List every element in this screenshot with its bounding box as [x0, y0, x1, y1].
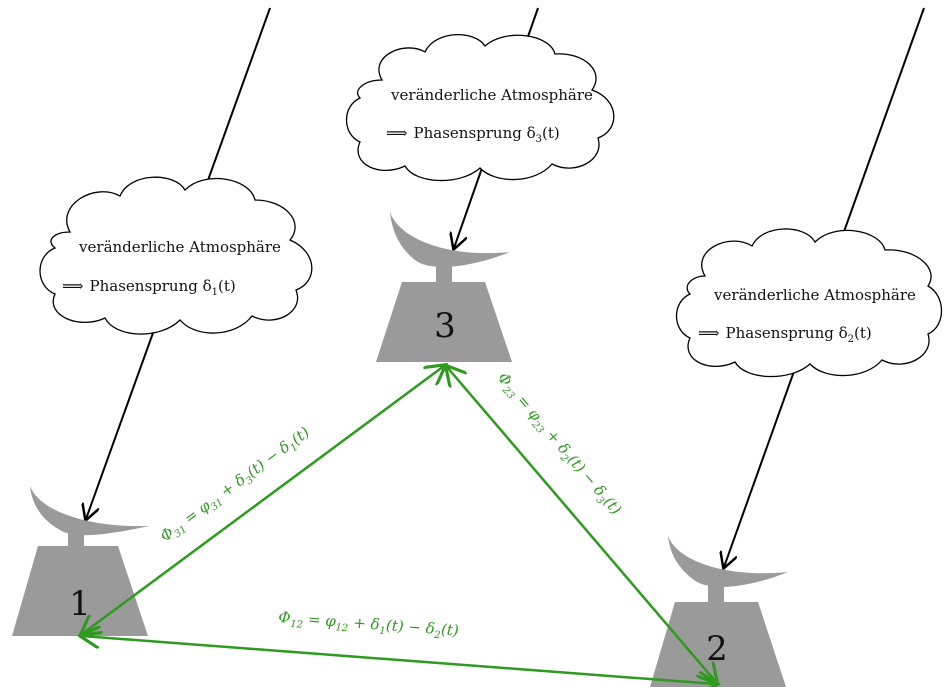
baseline-12-label: Φ12 = φ12 + δ1(t) − δ2(t): [277, 608, 459, 643]
cloud-1-line1: veränderliche Atmosphäre: [78, 238, 281, 256]
dish-1-icon: [30, 486, 150, 536]
pedestal-3: [376, 282, 512, 362]
cloud-1: veränderliche Atmosphäre ⟹Phasensprung δ…: [39, 176, 313, 335]
cloud-2: veränderliche Atmosphäre ⟹Phasensprung δ…: [676, 228, 942, 378]
station-2: 2: [650, 536, 788, 687]
cloud-2-line1: veränderliche Atmosphäre: [713, 286, 916, 304]
baseline-23-line: [447, 367, 716, 682]
baseline-31-label: Φ31 = φ31 + δ3(t) − δ1(t): [157, 423, 315, 548]
station-3: 3: [376, 212, 512, 362]
station-1-label: 1: [69, 584, 91, 624]
dish-3-icon: [390, 212, 510, 267]
baseline-31-line: [82, 366, 444, 634]
cloud-2-line2: ⟹Phasensprung δ2(t): [698, 324, 872, 345]
station-2-label: 2: [706, 629, 728, 669]
cloud-3-line1: veränderliche Atmosphäre: [390, 86, 593, 104]
cloud-3-line2: ⟹Phasensprung δ3(t): [386, 124, 560, 145]
cloud-3: veränderliche Atmosphäre ⟹Phasensprung δ…: [346, 34, 615, 182]
station-1: 1: [12, 486, 150, 636]
baseline-12-line: [82, 636, 716, 684]
cloud-1-line2: ⟹Phasensprung δ1(t): [62, 277, 236, 298]
station-3-label: 3: [434, 306, 456, 346]
dish-2-icon: [668, 536, 788, 587]
